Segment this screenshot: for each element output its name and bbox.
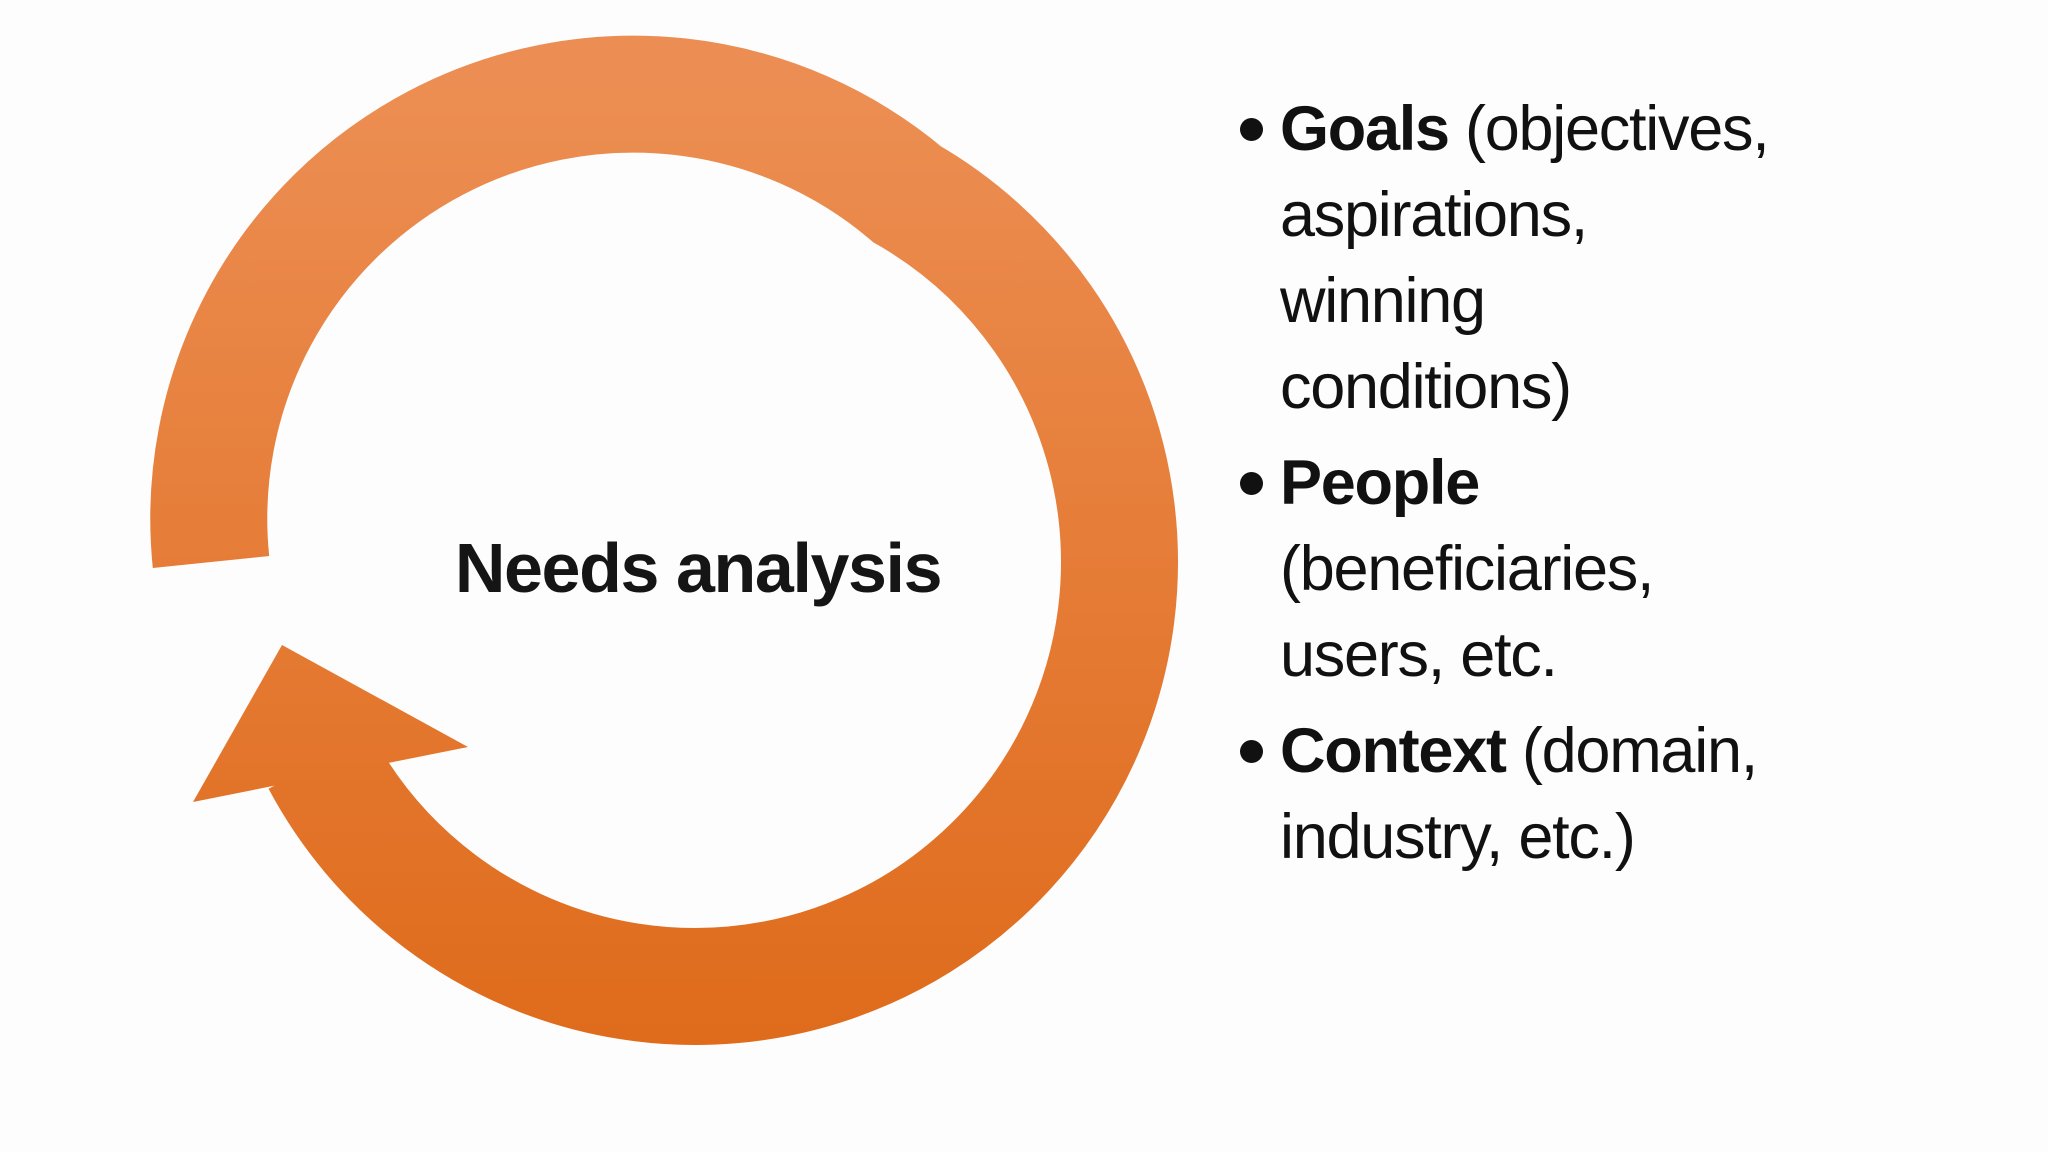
bullet-line: (domain, — [1521, 716, 1758, 786]
bullet-term: Goals — [1280, 94, 1450, 164]
cycle-arrowhead — [193, 645, 468, 802]
bullet-item-context: Context (domain, industry, etc.) — [1240, 708, 2020, 880]
bullet-line: aspirations, — [1280, 180, 1588, 250]
cycle-ring-arc — [150, 35, 1178, 1045]
bullet-item-goals: Goals (objectives, aspirations, winning con… — [1240, 86, 2020, 430]
bullet-line: users, etc. — [1280, 620, 1558, 690]
bullet-line: conditions) — [1280, 352, 1572, 422]
cycle-arrow-icon — [150, 35, 1178, 1045]
bullet-term: People — [1280, 448, 1480, 518]
bullet-item-text: People (beneficiaries, users, etc. — [1280, 440, 1655, 698]
bullet-item-text: Context (domain, industry, etc.) — [1280, 708, 1758, 880]
bullet-dot-icon — [1240, 118, 1263, 141]
bullet-line: (objectives, — [1465, 94, 1770, 164]
bullet-list: Goals (objectives, aspirations, winning con… — [1240, 86, 2020, 890]
bullet-term: Context — [1280, 716, 1507, 786]
needs-analysis-cycle-graphic: Needs analysis — [150, 35, 1178, 1045]
bullet-line: industry, etc.) — [1280, 802, 1636, 872]
cycle-center-label: Needs analysis — [454, 529, 943, 607]
bullet-dot-icon — [1240, 472, 1263, 495]
bullet-item-people: People (beneficiaries, users, etc. — [1240, 440, 2020, 698]
bullet-item-text: Goals (objectives, aspirations, winning con… — [1280, 86, 1770, 430]
bullet-line: winning — [1280, 266, 1486, 336]
bullet-dot-icon — [1240, 740, 1263, 763]
bullet-line: (beneficiaries, — [1280, 534, 1655, 604]
